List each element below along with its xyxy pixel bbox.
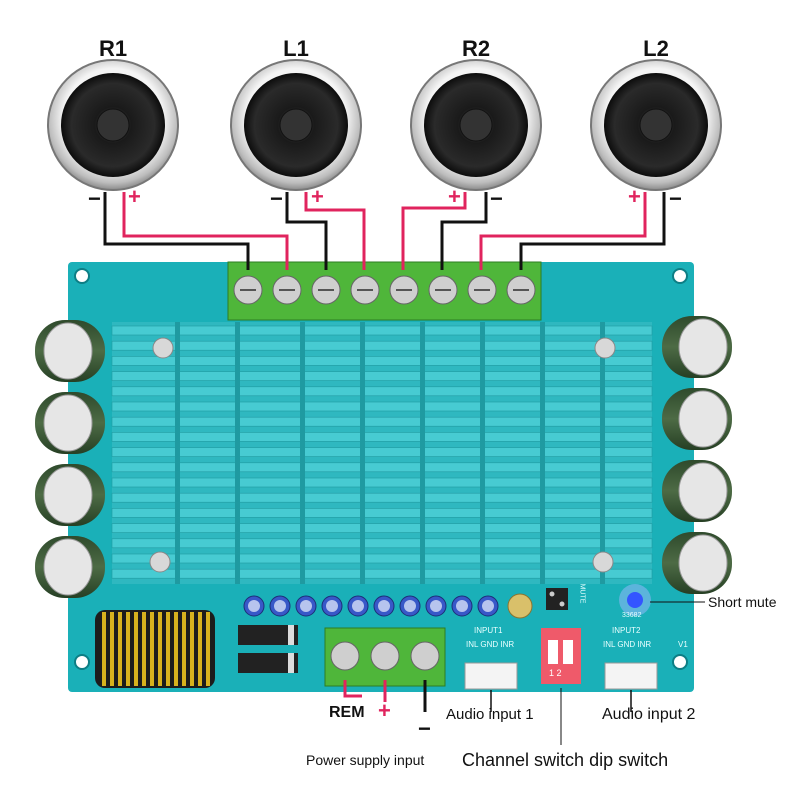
blue-led (619, 584, 705, 616)
audio-input-1-connector (464, 662, 518, 712)
heatsink (111, 322, 653, 584)
silk-mute: MUTE (578, 583, 586, 604)
capacitors-left (35, 320, 105, 598)
polarity-r2-plus: + (448, 184, 461, 209)
speaker-l2 (590, 59, 722, 191)
polarity-r1-plus: + (128, 184, 141, 209)
mute-jumper (546, 588, 568, 610)
speaker-terminal-block (227, 261, 542, 321)
heatsink-screws (149, 337, 616, 573)
speaker-l1 (230, 59, 362, 191)
callout-audio-input-2: Audio input 2 (602, 706, 696, 723)
callout-channel-switch: Channel switch dip switch (462, 750, 669, 770)
polarity-l1-plus: + (311, 184, 324, 209)
speaker-label-l2: L2 (643, 36, 669, 61)
silk-code: 33682 (622, 612, 642, 619)
speaker-label-r1: R1 (98, 36, 128, 61)
speaker-wires (103, 192, 666, 270)
silk-v1: V1 (678, 640, 688, 649)
polarity-l1-minus: − (270, 186, 283, 211)
callout-audio-input-1: Audio input 1 (446, 706, 534, 723)
callout-short-mute: Short mute (708, 594, 777, 610)
silk-input1: INPUT1 (474, 626, 503, 635)
capacitors-right (662, 316, 732, 594)
speaker-r1 (47, 59, 179, 191)
inductor-coil (95, 610, 215, 688)
rem-label: REM (329, 704, 365, 721)
mount-hole (74, 268, 90, 284)
audio-input-2-connector (604, 662, 658, 712)
power-terminal-block (324, 627, 446, 687)
dip-numbers: 1 2 (549, 668, 562, 678)
mount-hole (672, 268, 688, 284)
silk-input2: INPUT2 (612, 626, 641, 635)
speaker-label-r2: R2 (461, 36, 491, 61)
silk-input2-pins: INL GND INR (603, 640, 652, 649)
polarity-r2-minus: − (490, 186, 503, 211)
dip-switch (541, 628, 581, 745)
power-wires (343, 680, 427, 712)
speaker-r2 (410, 59, 542, 191)
polarity-l2-minus: − (669, 186, 682, 211)
mount-hole (672, 654, 688, 670)
small-capacitors-row (243, 593, 533, 619)
callout-power-supply-input: Power supply input (306, 752, 425, 768)
mount-hole (74, 654, 90, 670)
diodes (238, 625, 298, 673)
polarity-r1-minus: − (88, 186, 101, 211)
silk-input1-pins: INL GND INR (466, 640, 515, 649)
power-plus: + (378, 698, 391, 723)
polarity-l2-plus: + (628, 184, 641, 209)
speaker-label-l1: L1 (283, 36, 309, 61)
power-minus: − (418, 716, 431, 741)
